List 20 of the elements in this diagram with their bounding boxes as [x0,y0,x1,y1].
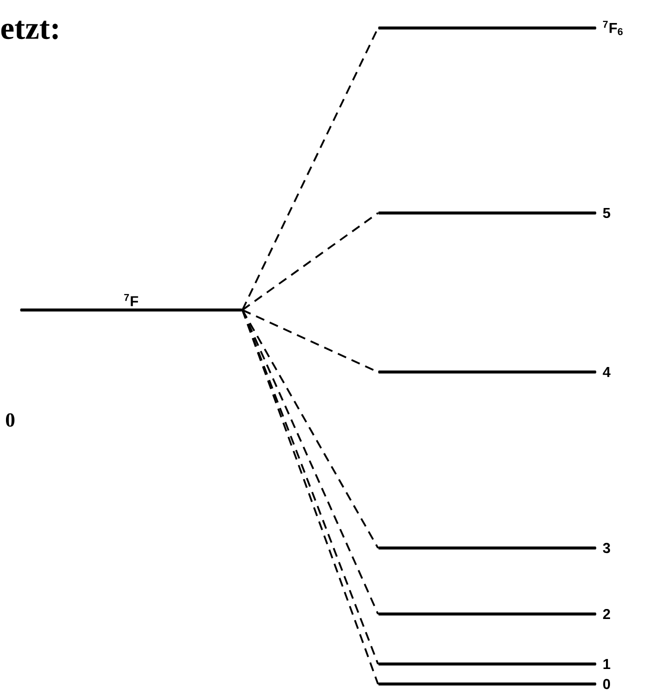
transition-line [242,212,379,311]
node-label: 0 [603,678,610,690]
node-label: 3 [602,542,610,554]
node-label: 4 [602,367,611,377]
energy-level: 5 [378,208,610,218]
node-label: $^{7}$F$_{6}$ [603,20,623,36]
node-label: $^{7}$F [124,294,138,306]
transition-line [242,310,379,548]
text-fragment: etzt: [1,20,58,40]
energy-level: 2 [378,608,610,620]
energy-level: $^{7}$F [20,294,242,312]
text-fragment: 0 [6,413,14,427]
energy-level: 0 [378,678,610,690]
node-label: 5 [603,208,610,218]
node-label: 1 [604,659,610,669]
energy-level: 4 [378,367,611,377]
node-label: 2 [603,608,610,620]
energy-level: $^{7}$F$_{6}$ [378,20,623,36]
energy-level: 1 [378,659,610,669]
energy-level: 3 [378,542,610,554]
